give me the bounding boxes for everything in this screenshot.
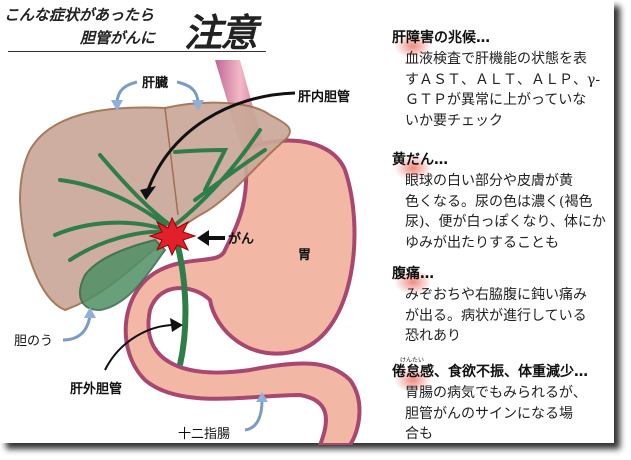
symptom-text: みぞおちや右脇腹に鈍い痛み: [405, 287, 587, 303]
symptom-heading: 倦怠感、食欲不振、体重減少…: [392, 364, 588, 380]
blue-arrows: [62, 80, 264, 432]
symptom-text: ゆみが出たりすることも: [405, 234, 559, 251]
symptom-heading: 肝障害の兆候…: [392, 30, 490, 46]
title-line-2: 胆管がんに: [80, 29, 156, 47]
label-intrahepatic-bile-duct: 肝内胆管: [298, 90, 351, 105]
intrahepatic-bile-duct: [53, 128, 267, 262]
symptom-jaundice: 黄だん… 眼球の白い部分や皮膚が黄 色くなる。尿の色は濃く(褐色 尿)、便が白っ…: [392, 149, 606, 253]
cancer-mark: [148, 216, 197, 257]
symptom-abdominal-pain: 腹痛… みぞおちや右脇腹に鈍い痛み が出る。病状が進行している 恐れあり: [392, 263, 587, 347]
symptom-text: ＧＴＰが異常に上がっていな: [405, 92, 587, 108]
title-line-1: こんな症状があったら: [4, 6, 155, 24]
symptom-text: 胆管がんのサインになる場: [405, 405, 573, 422]
stomach: [123, 138, 362, 445]
label-extrahepatic-bile-duct: 肝外胆管: [70, 382, 123, 397]
symptom-text: すＡＳＴ、ＡＬＴ、ＡＬＰ、γ-: [405, 71, 601, 88]
symptom-text: 胃腸の病気でもみられるが、: [405, 385, 587, 401]
intrahepatic-arrow: [146, 91, 296, 191]
symptom-text: 合も: [405, 426, 433, 442]
title-underline: [8, 51, 266, 52]
symptom-text: 血液検査で肝機能の状態を表: [405, 51, 587, 67]
label-cancer: がん: [228, 232, 255, 247]
extrahepatic-arrow: [104, 324, 176, 371]
title-emphasis: 注意: [184, 10, 258, 55]
symptom-fatigue: 倦怠感、食欲不振、体重減少… 胃腸の病気でもみられるが、 胆管がんのサインになる…: [392, 361, 588, 445]
label-gallbladder: 胆のう: [14, 334, 54, 349]
symptom-heading: 黄だん…: [392, 152, 448, 168]
anatomy-illustration: [18, 60, 362, 445]
gallbladder: [79, 238, 167, 312]
symptom-text: 眼球の白い部分や皮膚が黄: [405, 173, 573, 189]
label-duodenum: 十二指腸: [178, 427, 231, 442]
furigana: けんたい: [400, 357, 425, 364]
symptom-text: 恐れあり: [405, 328, 461, 344]
symptom-liver-damage: 肝障害の兆候… 血液検査で肝機能の状態を表 すＡＳＴ、ＡＬＴ、ＡＬＰ、γ- ＧＴ…: [392, 27, 600, 131]
symptom-heading: 腹痛…: [392, 266, 434, 282]
extrahepatic-bile-duct: [172, 234, 189, 366]
symptom-text: 尿)、便が白っぽくなり、体にか: [405, 214, 606, 230]
symptom-text: が出る。病状が進行している: [405, 307, 587, 324]
label-liver: 肝臓: [142, 76, 169, 91]
label-stomach: 胃: [298, 248, 312, 263]
symptom-text: いか要チェック: [405, 112, 503, 129]
symptom-text: 色くなる。尿の色は濃く(褐色: [405, 193, 593, 210]
